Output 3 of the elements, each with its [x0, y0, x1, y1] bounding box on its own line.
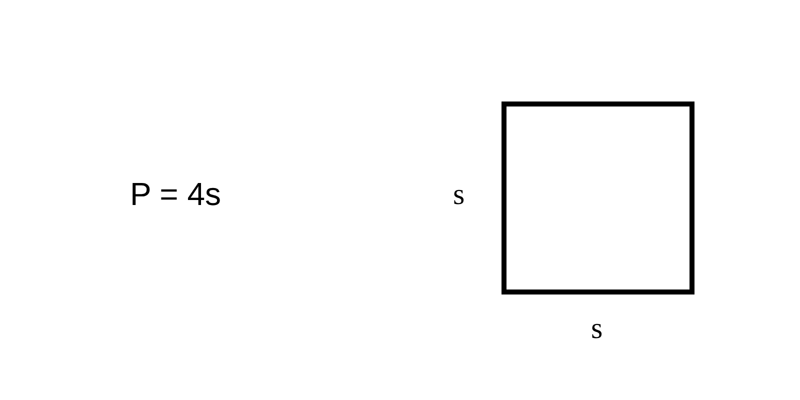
side-label: s — [453, 180, 465, 210]
formula: P = 4s — [130, 178, 222, 210]
side-label: s — [591, 314, 603, 344]
